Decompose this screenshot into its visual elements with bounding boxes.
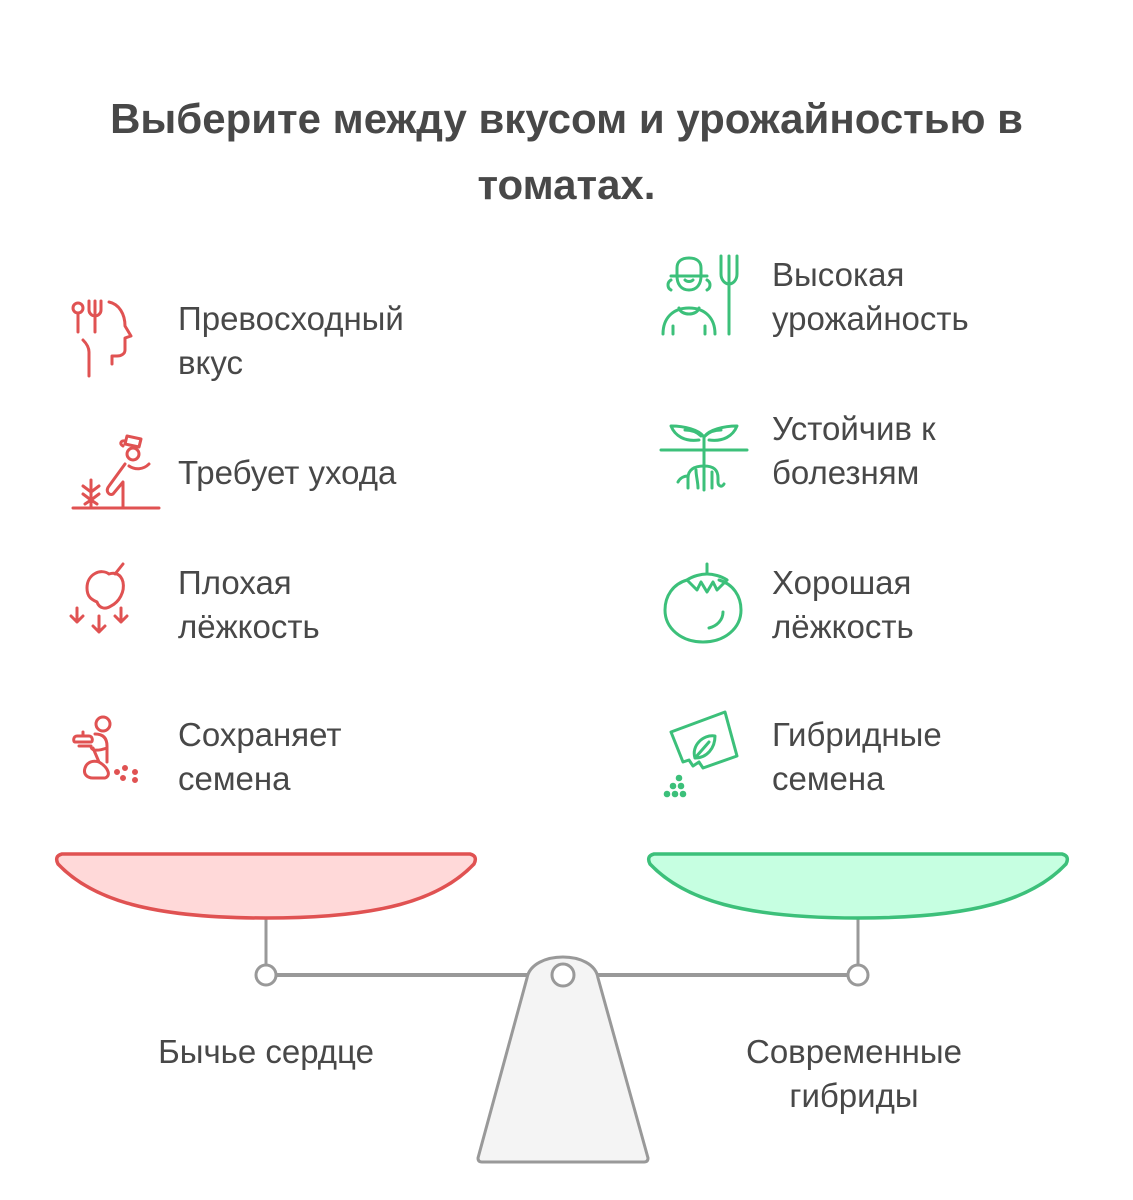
right-beam-joint	[846, 963, 870, 987]
right-item-storage-good: Хорошая лёжкость	[656, 560, 914, 650]
left-item-label: Требует ухода	[178, 454, 397, 491]
left-item-seed-saving: Сохраняет семена	[62, 712, 342, 802]
left-pan	[54, 852, 478, 920]
left-item-storage-bad: Плохая лёжкость	[62, 560, 320, 650]
seed-packet-icon	[663, 710, 739, 798]
left-beam-joint	[254, 963, 278, 987]
left-item-taste: Превосходный вкус	[62, 296, 404, 386]
right-item-label: Гибридные семена	[772, 716, 942, 797]
gardener-care-icon	[71, 434, 161, 510]
right-option-label: Современные гибриды	[746, 1033, 962, 1114]
right-item-label: Высокая урожайность	[772, 256, 969, 337]
fulcrum-pivot	[550, 962, 576, 988]
page-title: Выберите между вкусом и урожайностью в т…	[110, 95, 1023, 208]
left-item-label: Плохая лёжкость	[178, 564, 320, 645]
left-option-label: Бычье сердце	[158, 1033, 374, 1070]
left-item-care: Требует ухода	[62, 428, 396, 518]
tomato-icon	[663, 562, 743, 644]
right-item-label: Хорошая лёжкость	[772, 564, 914, 645]
taste-head-icon	[71, 299, 133, 378]
saving-seeds-icon	[72, 715, 138, 783]
falling-apple-icon	[69, 562, 129, 634]
right-pan	[646, 852, 1070, 920]
left-item-label: Превосходный вкус	[178, 300, 404, 381]
right-item-hybrid-seeds: Гибридные семена	[656, 710, 942, 802]
left-item-label: Сохраняет семена	[178, 716, 342, 797]
farmer-pitchfork-icon	[661, 254, 739, 336]
sprout-roots-icon	[659, 424, 749, 492]
right-item-label: Устойчив к болезням	[772, 410, 936, 491]
right-item-disease: Устойчив к болезням	[656, 406, 936, 496]
right-item-yield: Высокая урожайность	[656, 252, 969, 342]
scale-fulcrum	[476, 955, 650, 1164]
